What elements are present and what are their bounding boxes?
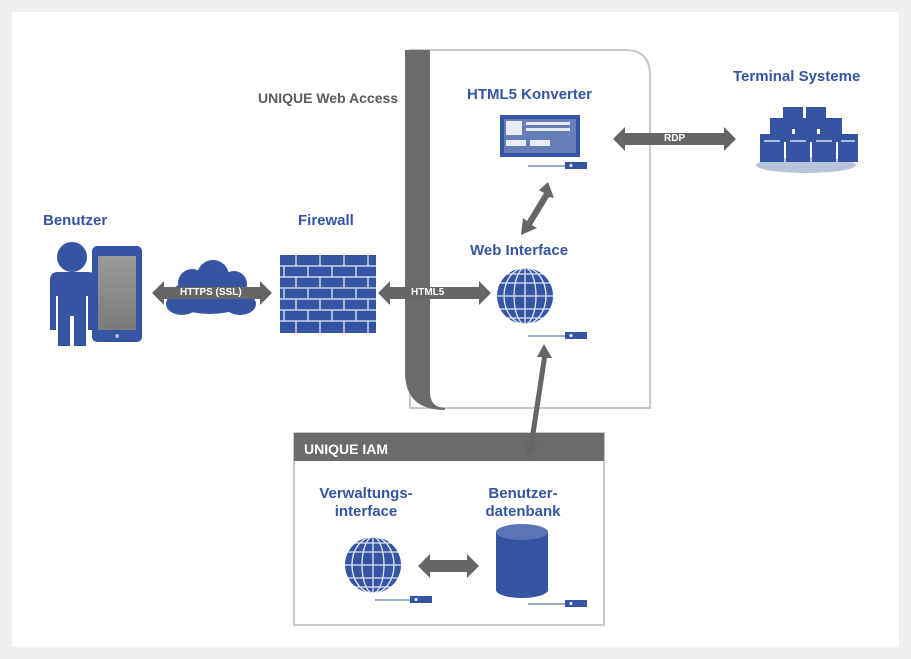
iam-header: [294, 433, 604, 461]
html5-edge-label: HTML5: [411, 287, 445, 298]
datenbank-label-line1: Benutzer-: [488, 485, 558, 502]
rdp-edge-label: RDP: [664, 133, 686, 144]
web-access-label: UNIQUE Web Access: [258, 90, 399, 106]
konverter-web-arrow: [521, 182, 554, 235]
https-arrow-bar: [164, 287, 260, 299]
firewall-label: Firewall: [298, 212, 354, 229]
tablet-icon: [92, 246, 142, 342]
terminal-servers-icon: [756, 107, 858, 173]
oledb-arrow: [524, 344, 552, 458]
datenbank-label-line2: datenbank: [485, 503, 561, 520]
user-icon: [50, 242, 96, 346]
verwaltung-globe-icon: [345, 536, 401, 594]
verwaltung-server-bar: [375, 596, 432, 603]
html5-konverter-label: HTML5 Konverter: [467, 86, 593, 103]
html5-arrow: [378, 281, 491, 305]
https-edge-label: HTTPS (SSL): [180, 287, 242, 298]
iam-title: UNIQUE IAM: [304, 441, 388, 457]
firewall-icon: [280, 255, 376, 333]
web-interface-globe-icon: [497, 267, 553, 325]
iam-panel: [293, 432, 605, 626]
iam-arrow: [418, 554, 479, 578]
verwaltung-label-line2: interface: [334, 503, 398, 520]
konverter-server-bar: [528, 162, 587, 169]
datenbank-label: Benutzer- datenbank: [468, 485, 578, 521]
web-interface-server-bar: [528, 332, 587, 339]
terminal-systeme-label: Terminal Systeme: [733, 68, 861, 85]
web-interface-label: Web Interface: [470, 242, 569, 259]
konverter-window-icon: [500, 115, 580, 157]
verwaltung-label-line1: Verwaltungs-: [319, 485, 413, 502]
database-server-bar: [528, 600, 587, 607]
web-access-bracket: [405, 50, 446, 410]
database-icon: [496, 524, 548, 598]
rdp-arrow: [613, 127, 736, 151]
verwaltung-label: Verwaltungs- interface: [306, 485, 426, 521]
benutzer-label: Benutzer: [43, 212, 108, 229]
